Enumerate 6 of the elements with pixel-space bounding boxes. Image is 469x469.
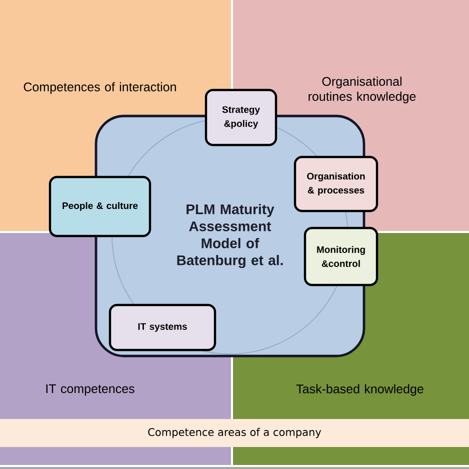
dimension-box: IT systems <box>108 304 216 352</box>
caption-band: Competence areas of a company <box>0 419 469 447</box>
dimension-box: Organisation & processes <box>294 156 378 212</box>
dimension-box: Monitoring &control <box>304 226 378 286</box>
dimension-box: Strategy &policy <box>204 88 278 146</box>
dimension-box: People & culture <box>48 176 152 238</box>
